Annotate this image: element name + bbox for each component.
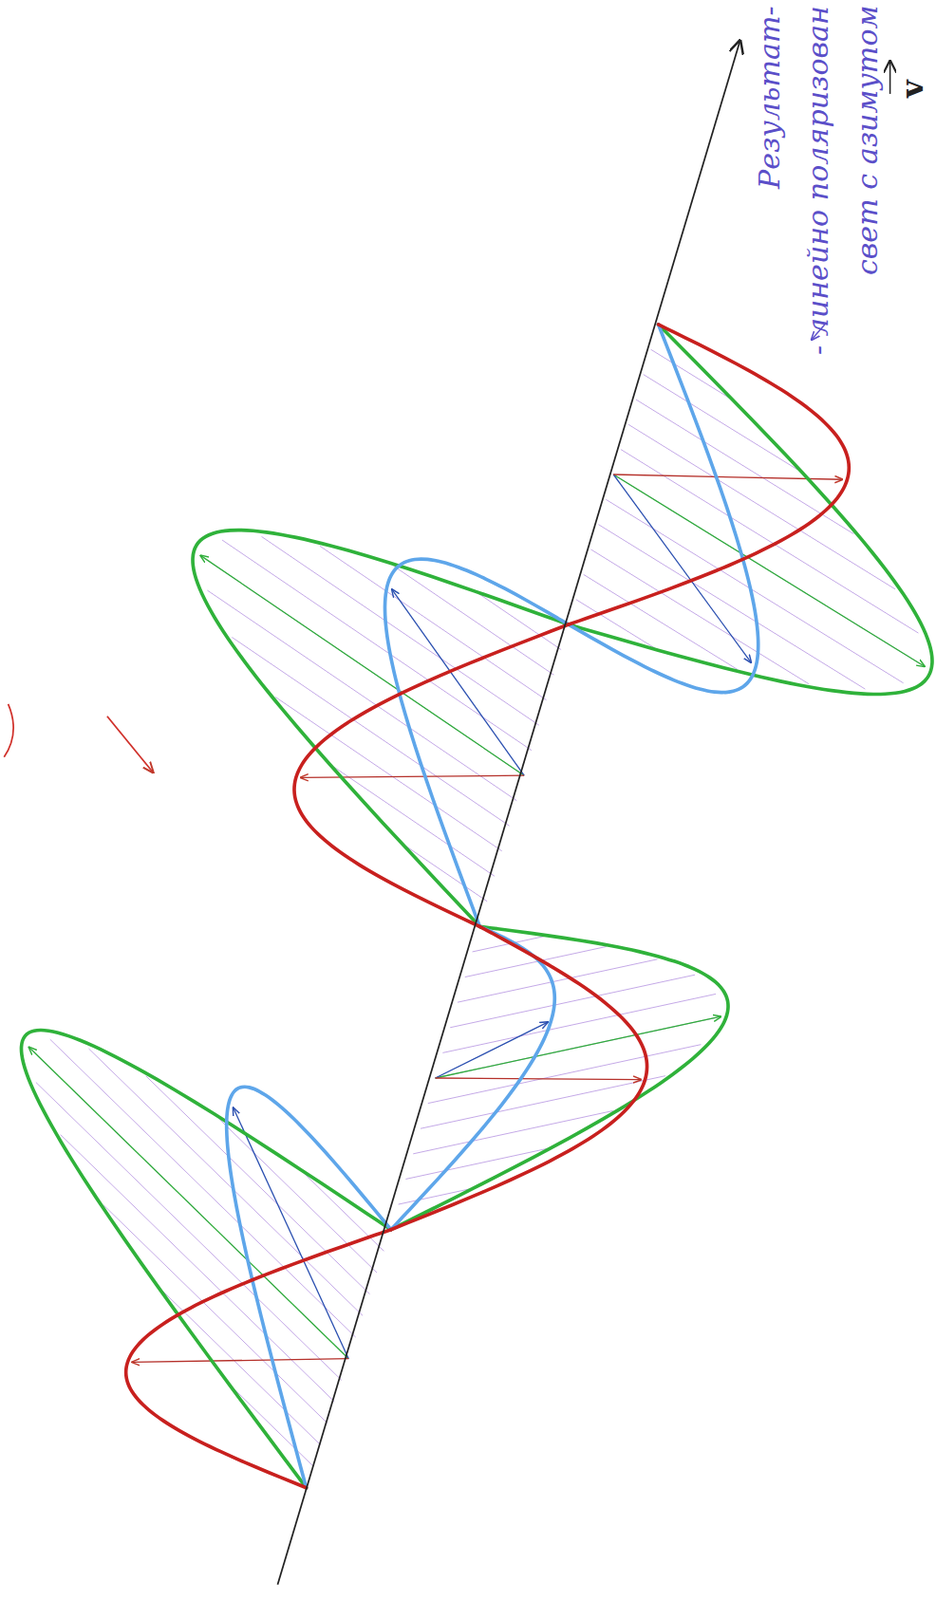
red-wave (126, 1230, 392, 1489)
red-vector (131, 1359, 349, 1364)
green-vector (29, 1047, 350, 1359)
blue-vector (233, 1107, 350, 1359)
red-mark (3, 704, 14, 758)
hatch-line (50, 1039, 356, 1338)
hatch-line (428, 1045, 702, 1105)
hatch-line (301, 1171, 384, 1252)
vector-label: v (896, 79, 930, 98)
hatch-line (146, 1076, 371, 1295)
hatch-line (449, 974, 695, 1029)
note-text: Результат- (753, 5, 786, 189)
hatch-line (583, 574, 738, 670)
green-vector (613, 474, 925, 667)
blue-vector (392, 589, 525, 776)
hatch-line (334, 767, 495, 878)
note-text: свет с азимутом (851, 5, 883, 276)
hatch-line (465, 946, 607, 977)
hatch-line (628, 424, 896, 589)
blue-vector (613, 474, 751, 663)
wave-curves (20, 324, 933, 1489)
hatch-line (36, 1083, 342, 1382)
hatch-line (478, 593, 562, 650)
hatch-line (620, 449, 918, 634)
hatch-line (404, 844, 487, 901)
blue-vector (435, 1022, 548, 1079)
hatch-line (206, 590, 517, 802)
red-vector (435, 1078, 642, 1081)
green-wave (568, 324, 933, 695)
hatch-line (591, 549, 809, 685)
vector-arrow (889, 61, 892, 94)
hatch-line (457, 959, 658, 1003)
hatch-line (162, 1291, 321, 1445)
blue-wave (391, 926, 555, 1230)
red-wave (294, 624, 569, 927)
blue-wave (384, 559, 568, 927)
hatch-line (442, 993, 716, 1053)
propagation-axis (277, 40, 740, 1586)
hatch-line (605, 499, 903, 683)
hatch-line (103, 1205, 328, 1424)
green-wave (192, 530, 569, 928)
hatch-line (222, 540, 532, 751)
green-wave (391, 926, 729, 1230)
hatch-line (393, 565, 555, 675)
note-text: - линейно поляризован (802, 5, 834, 356)
blue-wave (568, 324, 759, 693)
red-pointer (107, 716, 153, 773)
red-vector (300, 775, 525, 778)
green-wave (20, 1030, 391, 1489)
